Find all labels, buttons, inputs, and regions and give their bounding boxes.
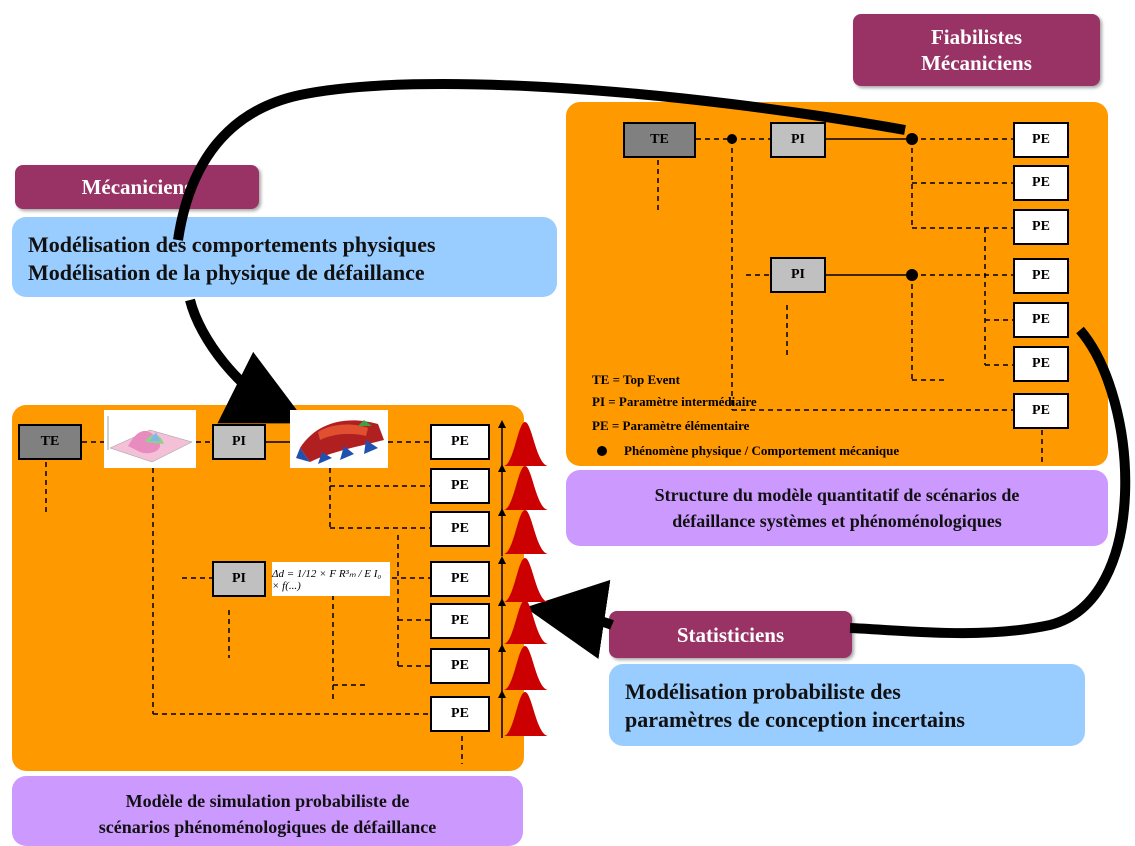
simulation-intermediate-node-2: PI <box>212 561 266 597</box>
physics-line-2: Modélisation de la physique de défaillan… <box>28 260 425 285</box>
structure-node-dot-3 <box>906 269 918 281</box>
simulation-elementary-node-3: PE <box>430 511 490 547</box>
role-statisticiens-label: Statisticiens <box>676 622 785 647</box>
simulation-line-1: Modèle de simulation probabiliste de <box>125 791 410 811</box>
legend-te: TE = Top Event <box>592 372 680 387</box>
simulation-tree-lines <box>45 441 463 764</box>
probabilistic-modeling-box: Modélisation probabiliste des paramètres… <box>609 664 1085 746</box>
structure-elementary-node-7: PE <box>1013 393 1069 429</box>
simulation-elementary-node-5: PE <box>430 603 490 639</box>
curve-structure-to-statisticiens <box>849 326 1131 639</box>
role-mecaniciens-label: Mécaniciens <box>81 175 193 199</box>
structure-node-dot-1 <box>727 134 737 144</box>
role-statisticiens: Statisticiens <box>609 611 852 658</box>
distribution-curve-6 <box>498 644 548 692</box>
distribution-curve-1 <box>498 420 548 468</box>
simulation-elementary-node-2: PE <box>430 468 490 504</box>
structure-top-event-node: TE <box>623 122 696 158</box>
physics-line-1: Modélisation des comportements physiques <box>28 232 436 257</box>
distribution-curve-3 <box>498 508 548 556</box>
legend-dot <box>597 446 607 456</box>
mechanical-part-thumbnail <box>290 410 388 468</box>
legend-phenomenon: Phénomène physique / Comportement mécani… <box>624 443 900 458</box>
distribution-curve-5 <box>498 598 548 646</box>
legend-pi: PI = Paramètre intermédiaire <box>592 394 757 409</box>
deflection-formula: Δd = 1/12 × F R³ₘ / E I₀ × f(...) <box>272 562 390 596</box>
role-mecaniciens: Mécaniciens <box>15 165 259 209</box>
structure-line-1: Structure du modèle quantitatif de scéna… <box>654 485 1020 505</box>
structure-elementary-node-3: PE <box>1013 209 1069 245</box>
structure-elementary-node-2: PE <box>1013 165 1069 201</box>
legend-pe: PE = Paramètre élémentaire <box>592 418 750 433</box>
simulation-intermediate-node-1: PI <box>212 424 266 460</box>
structure-elementary-node-4: PE <box>1013 258 1069 294</box>
distribution-curve-4 <box>498 556 548 604</box>
distribution-curves <box>498 420 548 738</box>
structure-intermediate-node-2: PI <box>770 257 826 293</box>
structure-intermediate-node-1: PI <box>770 122 826 158</box>
curve-mecaniciens-to-simulation <box>185 298 307 424</box>
simulation-line-2: scénarios phénoménologiques de défaillan… <box>98 817 437 837</box>
structure-caption-box: Structure du modèle quantitatif de scéna… <box>566 470 1108 546</box>
proba-line-2: paramètres de conception incertains <box>625 707 965 732</box>
simulation-elementary-node-6: PE <box>430 648 490 684</box>
curve-fiabilistes-to-mecaniciens <box>173 79 906 241</box>
role-fiabilistes-label: Fiabilistes Mécaniciens <box>921 25 1032 75</box>
simulation-elementary-node-7: PE <box>430 696 490 732</box>
structure-elementary-node-1: PE <box>1013 122 1069 158</box>
role-fiabilistes-mecaniciens: Fiabilistes Mécaniciens <box>853 14 1100 86</box>
structure-node-dot-2 <box>906 133 918 145</box>
distribution-curve-2 <box>498 464 548 512</box>
distribution-curve-7 <box>498 690 548 738</box>
structure-line-2: défaillance systèmes et phénoménologique… <box>672 511 1002 531</box>
simulation-elementary-node-1: PE <box>430 424 490 460</box>
simulation-top-event-node: TE <box>18 424 82 460</box>
simulation-elementary-node-4: PE <box>430 561 490 597</box>
structure-elementary-node-6: PE <box>1013 346 1069 382</box>
physics-modeling-box: Modélisation des comportements physiques… <box>12 217 557 297</box>
structure-elementary-node-5: PE <box>1013 302 1069 338</box>
surface-plot-thumbnail <box>104 410 196 468</box>
structure-tree-lines <box>657 138 1043 462</box>
simulation-caption-box: Modèle de simulation probabiliste de scé… <box>12 776 523 846</box>
curve-statisticiens-to-simulation <box>525 579 614 659</box>
proba-line-1: Modélisation probabiliste des <box>625 679 901 704</box>
